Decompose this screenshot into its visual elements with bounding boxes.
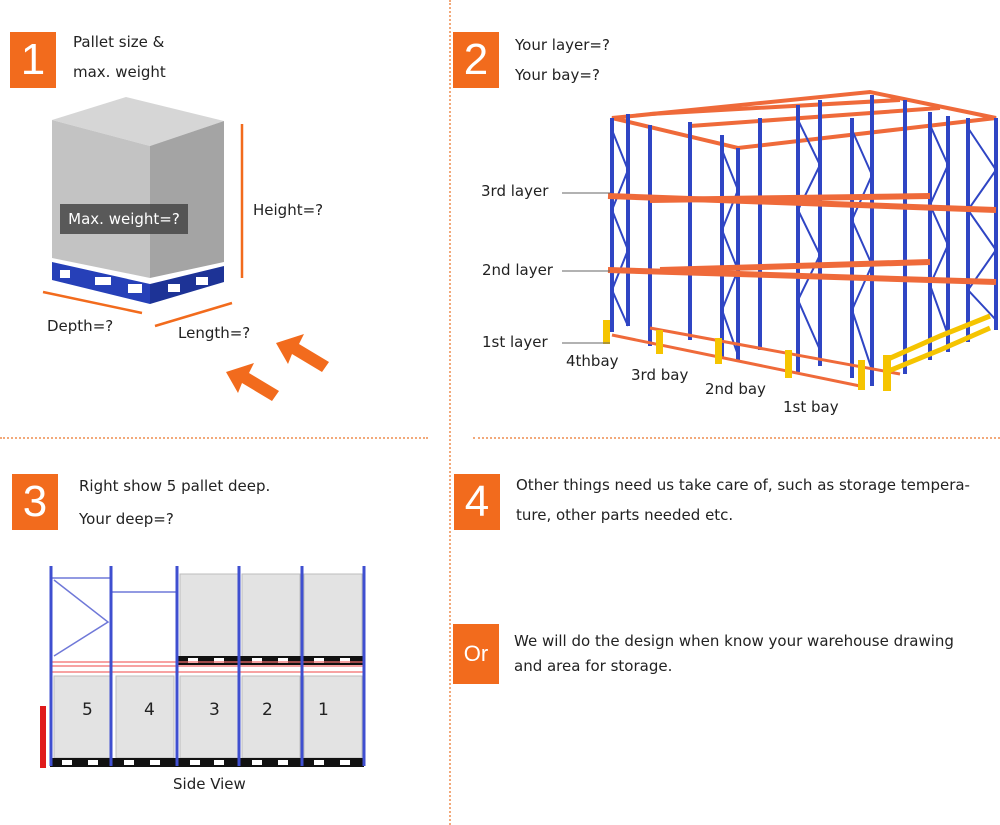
q2-title-line1: Your layer=? [515,36,610,54]
q4-text-line1: Other things need us take care of, such … [516,476,970,494]
racking-illustration [562,89,998,391]
pallet-number-5: 5 [82,700,93,720]
depth-label: Depth=? [47,317,114,335]
vertical-divider [449,0,451,825]
step-badge-3: 3 [12,474,58,530]
max-weight-label: Max. weight=? [60,204,188,234]
q2-title-line2: Your bay=? [515,66,600,84]
horizontal-divider-right [473,437,1000,439]
step-badge-1: 1 [10,32,56,88]
step-badge-4: 4 [454,474,500,530]
bay-label-3rd: 3rd bay [631,366,689,384]
horizontal-divider-left [0,437,428,439]
layer-label-1st: 1st layer [482,333,548,351]
or-badge: Or [453,624,499,684]
bay-label-2nd: 2nd bay [705,380,766,398]
step-badge-2: 2 [453,32,499,88]
side-view-diagram [40,566,366,768]
layer-label-3rd: 3rd layer [481,182,549,200]
pallet-number-4: 4 [144,700,155,720]
pallet-number-2: 2 [262,700,273,720]
or-text-line2: and area for storage. [514,657,673,675]
q1-title-line1: Pallet size & [73,33,165,51]
pallet-number-1: 1 [318,700,329,720]
or-text-line1: We will do the design when know your war… [514,632,954,650]
q3-title-line2: Your deep=? [79,510,174,528]
pallet-box-illustration [42,97,329,401]
length-label: Length=? [178,324,251,342]
side-view-caption: Side View [173,775,246,793]
pallet-number-3: 3 [209,700,220,720]
height-label: Height=? [253,201,324,219]
q4-text-line2: ture, other parts needed etc. [516,506,734,524]
q1-title-line2: max. weight [73,63,166,81]
q3-title-line1: Right show 5 pallet deep. [79,477,271,495]
layer-label-2nd: 2nd layer [482,261,553,279]
bay-label-1st: 1st bay [783,398,839,416]
bay-label-4th: 4thbay [566,352,619,370]
